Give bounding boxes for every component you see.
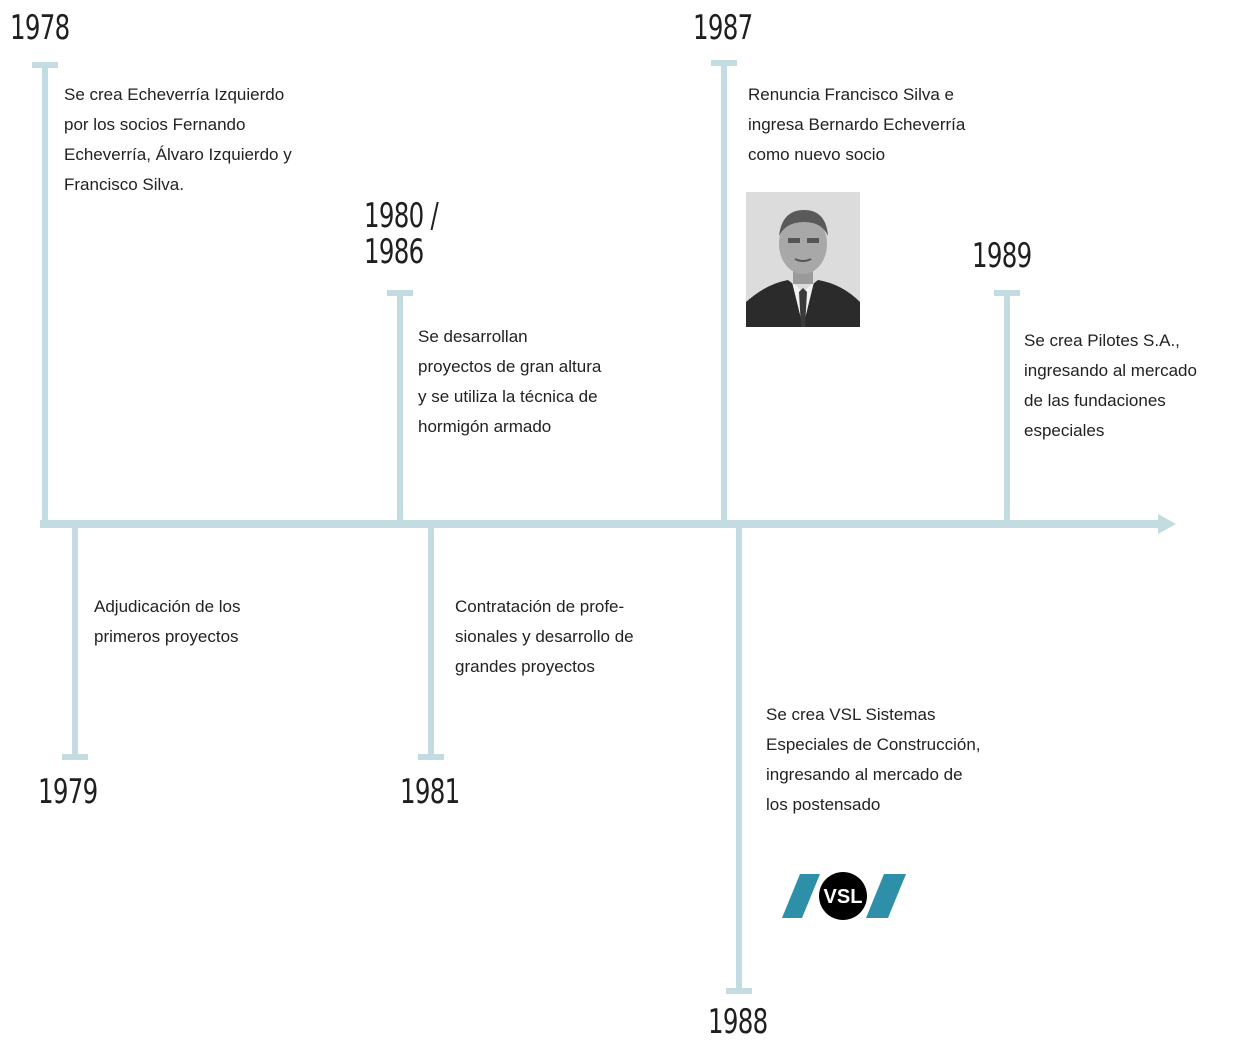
logo-stripe-left xyxy=(782,874,820,918)
event-description: Se crea VSL Sistemas Especiales de Const… xyxy=(766,705,981,814)
year-label: 1989 xyxy=(972,236,1032,276)
year-label: 1988 xyxy=(708,1002,768,1042)
year-label: 1981 xyxy=(400,772,460,812)
year-label: 1979 xyxy=(38,772,98,812)
stem-cap xyxy=(62,754,88,760)
stem-cap xyxy=(726,988,752,994)
stem-line xyxy=(736,524,742,994)
event-description: Se crea Pilotes S.A., ingresando al merc… xyxy=(1024,331,1197,440)
event-description: Se desarrollan proyectos de gran altura … xyxy=(418,327,602,436)
event-description: Contratación de profe- sionales y desarr… xyxy=(455,597,634,676)
portrait-photo xyxy=(746,192,860,327)
logo-text: VSL xyxy=(824,886,863,908)
event-description: Adjudicación de los primeros proyectos xyxy=(94,597,241,646)
timeline-axis xyxy=(40,520,1160,528)
year-label: 1980 / 1986 xyxy=(364,196,439,272)
timeline-arrow-icon xyxy=(1158,514,1176,534)
stem-line xyxy=(1004,290,1010,524)
stem-line xyxy=(72,524,78,760)
stem-line xyxy=(397,290,403,524)
stem-cap xyxy=(418,754,444,760)
event-description: Renuncia Francisco Silva e ingresa Berna… xyxy=(748,85,966,164)
vsl-logo: VSL xyxy=(780,870,910,920)
stem-line xyxy=(721,60,727,524)
stem-line xyxy=(428,524,434,760)
year-label: 1987 xyxy=(693,8,753,48)
event-description: Se crea Echeverría Izquierdo por los soc… xyxy=(64,85,292,194)
year-label: 1978 xyxy=(10,8,70,48)
logo-stripe-right xyxy=(866,874,906,918)
stem-line xyxy=(42,62,48,524)
logo-circle xyxy=(819,872,867,920)
